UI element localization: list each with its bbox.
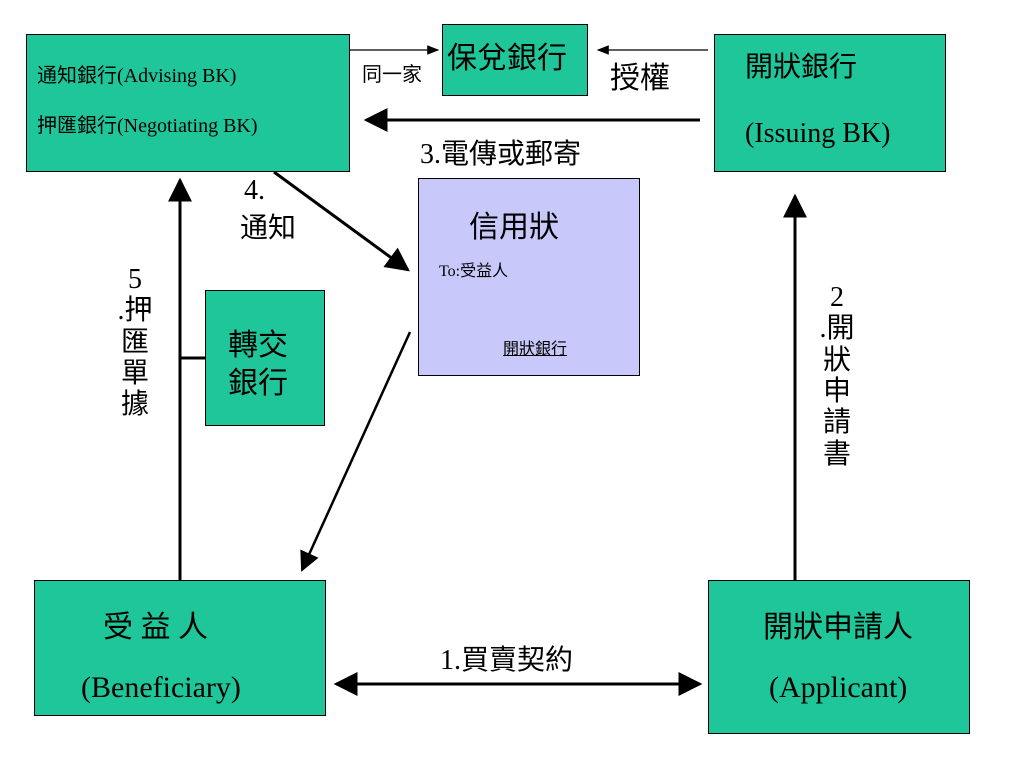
label-step5-vertical: 5 .押 匯 單 據 <box>110 264 160 421</box>
arrow-lc-to-beneficiary <box>300 331 412 572</box>
lc-signature: 開狀銀行 <box>503 341 568 358</box>
step2-char: 狀 <box>822 344 851 376</box>
step2-char: .開 <box>819 313 855 345</box>
label-step2-vertical: 2 .開 狀 申 請 書 <box>812 282 862 470</box>
step2-char: 請 <box>822 407 851 439</box>
arrow-advising-to-lc <box>273 170 410 272</box>
negotiating-bank-label: 押匯銀行(Negotiating BK) <box>37 115 258 137</box>
step5-char: 匯 <box>120 326 149 358</box>
node-letter-of-credit: 信用狀 To:受益人 開狀銀行 <box>418 178 640 376</box>
label-step4-text: 通知 <box>240 213 297 244</box>
node-confirming-bank: 保兌銀行 <box>442 24 588 96</box>
label-step4-number: 4. <box>244 175 265 206</box>
applicant-english: (Applicant) <box>769 671 908 704</box>
applicant-label: 開狀申請人 <box>763 611 913 644</box>
issuing-bank-english: (Issuing BK) <box>745 118 891 149</box>
transfer-bank-line1: 轉交 <box>228 329 288 362</box>
lc-title: 信用狀 <box>469 211 559 244</box>
node-applicant: 開狀申請人 (Applicant) <box>708 580 970 734</box>
issuing-bank-label: 開狀銀行 <box>745 52 858 83</box>
label-authorize: 授權 <box>610 62 670 95</box>
beneficiary-label: 受 益 人 <box>103 611 208 644</box>
step2-char: 書 <box>822 438 851 470</box>
step2-char: 2 <box>830 282 844 313</box>
step5-char: .押 <box>117 295 153 327</box>
node-transfer-bank: 轉交 銀行 <box>205 290 325 426</box>
step2-char: 申 <box>822 376 851 408</box>
lc-addressee: To:受益人 <box>439 263 509 280</box>
confirming-bank-label: 保兌銀行 <box>447 42 567 75</box>
node-beneficiary: 受 益 人 (Beneficiary) <box>34 580 326 716</box>
step5-char: 5 <box>128 264 142 295</box>
node-issuing-bank: 開狀銀行 (Issuing BK) <box>714 34 946 172</box>
transfer-bank-line2: 銀行 <box>228 367 288 400</box>
node-advising-bank: 通知銀行(Advising BK) 押匯銀行(Negotiating BK) <box>26 34 350 172</box>
step5-char: 據 <box>120 389 149 421</box>
beneficiary-english: (Beneficiary) <box>81 671 241 704</box>
label-same-bank: 同一家 <box>362 64 422 86</box>
label-step3: 3.電傳或郵寄 <box>420 139 582 170</box>
advising-bank-label: 通知銀行(Advising BK) <box>37 65 237 87</box>
step5-char: 單 <box>120 358 149 390</box>
label-step1: 1.買賣契約 <box>440 645 574 676</box>
